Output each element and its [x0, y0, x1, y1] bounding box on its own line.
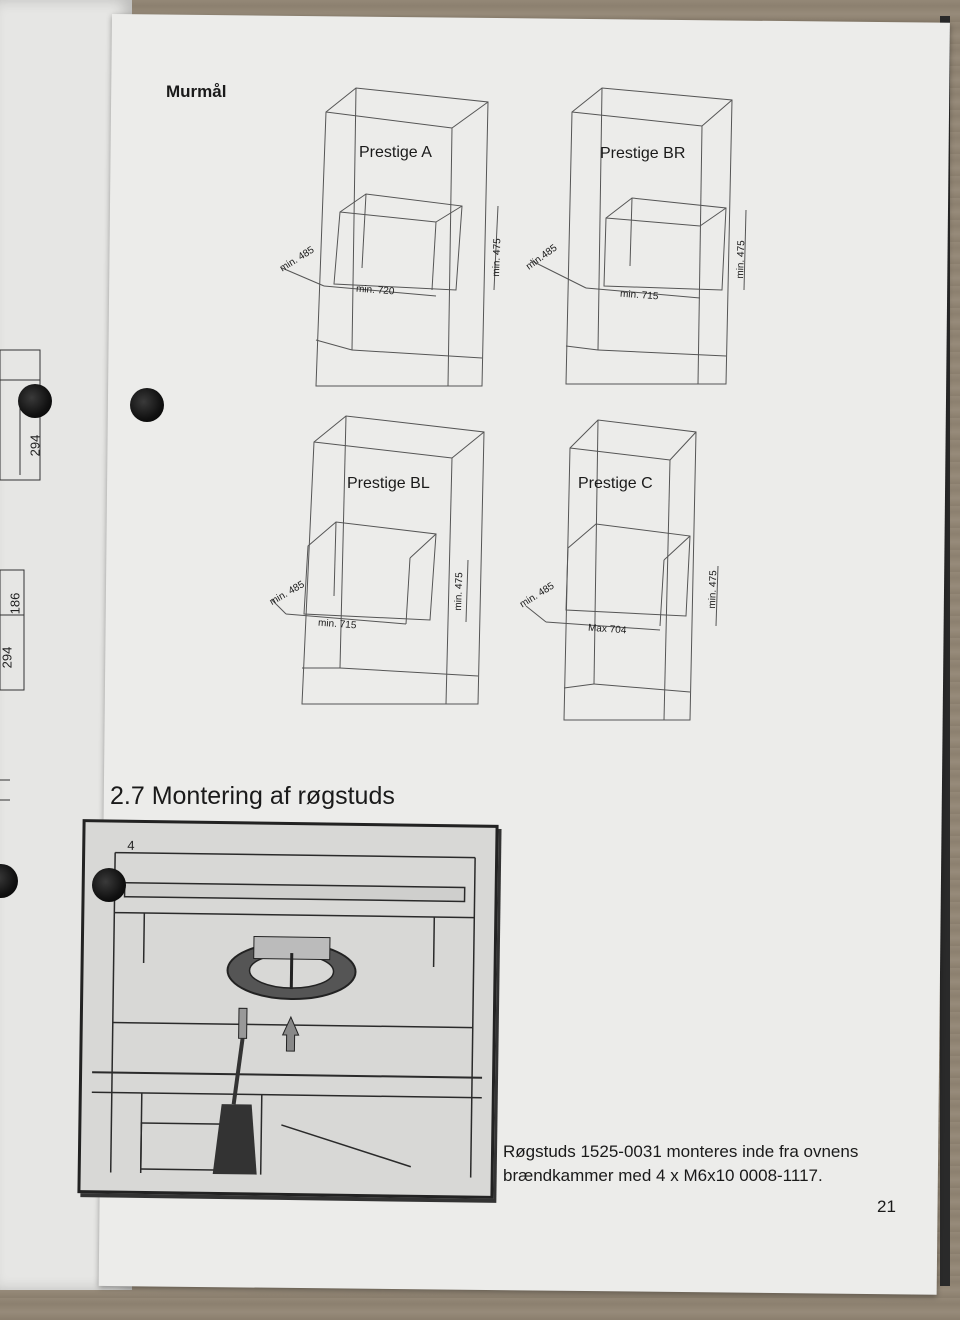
label-prestige-a: Prestige A — [359, 144, 432, 161]
dim-bl-height: min. 475 — [453, 572, 466, 611]
diagram-prestige-br — [529, 87, 747, 385]
binder-hole-right-lower — [92, 868, 126, 902]
binder-hole-left-lower — [0, 864, 18, 898]
diagram-prestige-bl — [271, 415, 485, 705]
dim-a-height: min. 475 — [491, 238, 504, 277]
label-prestige-c: Prestige C — [578, 475, 653, 492]
binder-hole-left — [18, 384, 52, 418]
niche-dimension-diagrams — [271, 87, 747, 721]
page-edge-shadow — [940, 16, 950, 1286]
diagram-prestige-c — [525, 419, 719, 721]
dim-c-height: min. 475 — [707, 570, 720, 609]
label-prestige-br: Prestige BR — [600, 145, 686, 162]
section-heading-2-7: 2.7 Montering af røgstuds — [110, 782, 395, 810]
label-prestige-bl: Prestige BL — [347, 475, 430, 492]
installation-photo: 4 — [77, 819, 499, 1199]
binder-hole-right-upper — [130, 388, 164, 422]
page-number: 21 — [877, 1197, 896, 1216]
diagram-prestige-a — [281, 87, 499, 387]
caption-line-1: Røgstuds 1525-0031 monteres inde fra ovn… — [503, 1142, 859, 1161]
caption-line-2: brændkammer med 4 x M6x10 0008-1117. — [503, 1166, 823, 1185]
dim-br-height: min. 475 — [735, 240, 748, 279]
photo-step-number: 4 — [127, 837, 135, 853]
section-title-murmaal: Murmål — [166, 82, 227, 101]
photo-illustration — [91, 851, 483, 1178]
